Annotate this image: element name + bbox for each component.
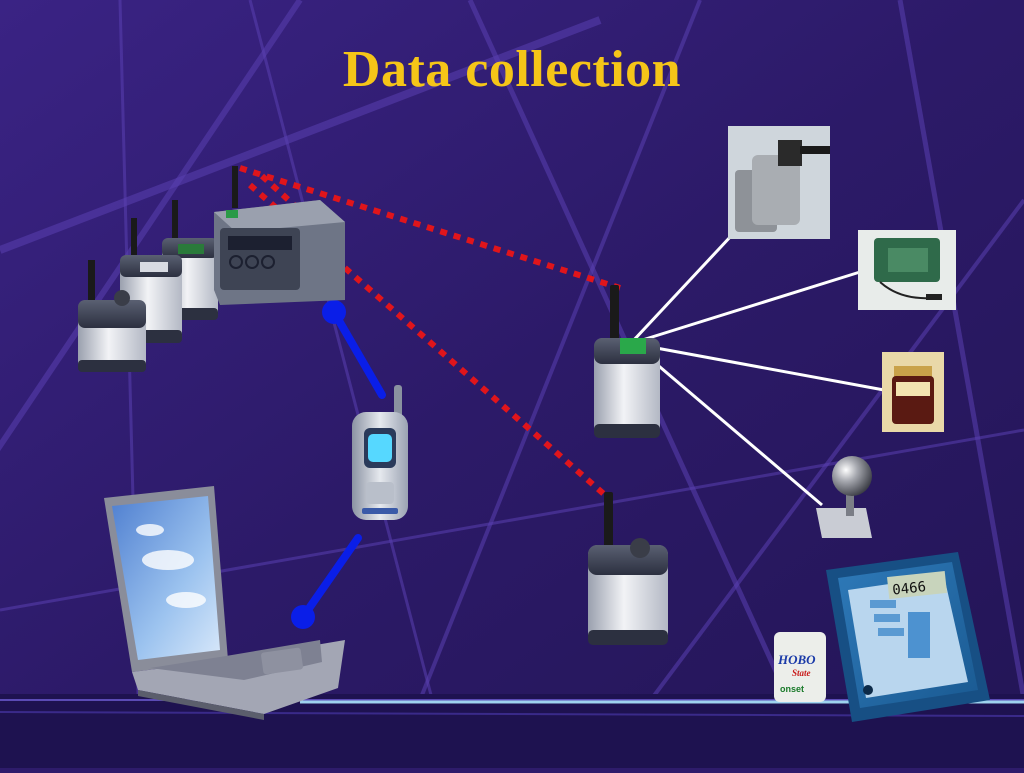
meter-display: 0466 — [892, 579, 927, 598]
link-base-to-hub — [239, 165, 621, 291]
link-dot — [291, 605, 315, 629]
base-station-icon — [214, 166, 345, 305]
wireless-links — [239, 165, 621, 498]
laptop-icon — [104, 486, 345, 720]
badge-subtitle-label: State — [792, 668, 811, 678]
logger-group — [78, 200, 218, 372]
badge-brand-label: HOBO — [777, 652, 816, 667]
link-dot — [322, 300, 346, 324]
logger-icon — [588, 492, 668, 645]
meter-icon: 0466 — [826, 552, 990, 722]
sensor-wires — [630, 233, 885, 507]
link-base-to-logger — [248, 182, 607, 498]
phone-icon — [352, 385, 408, 520]
link-base-to-phone — [330, 308, 386, 399]
logger-icon — [78, 260, 146, 372]
slide-title: Data collection — [342, 41, 682, 98]
cable-links — [291, 300, 386, 629]
hobo-logger-icon: HOBO State onset — [774, 632, 826, 702]
sensor-icon — [728, 126, 830, 239]
sensor-icon — [816, 456, 872, 538]
sensor-icon — [882, 352, 944, 432]
sensor-icon — [858, 230, 956, 310]
hub-logger-icon — [594, 285, 660, 438]
badge-maker-label: onset — [780, 684, 804, 694]
footer-bands — [0, 694, 1024, 768]
link-phone-to-laptop — [299, 534, 362, 621]
link-base-segment — [259, 173, 338, 245]
